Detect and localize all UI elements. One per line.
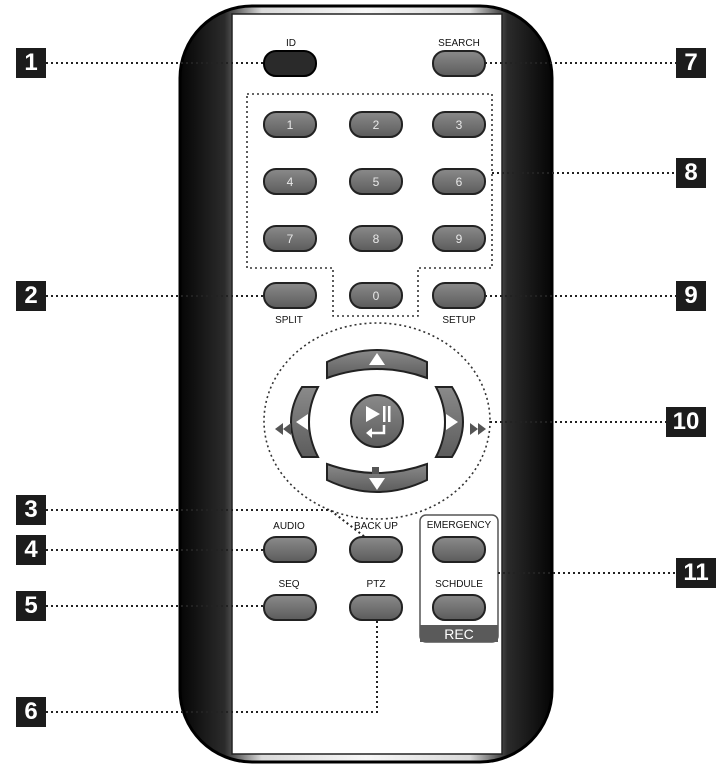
play-enter-button[interactable]: [350, 394, 404, 448]
id-label: ID: [286, 38, 296, 49]
schedule-label: SCHDULE: [435, 579, 483, 590]
callout-2: 2: [16, 281, 46, 311]
keypad-button-7-label: 7: [287, 232, 294, 246]
keypad-button-5[interactable]: [349, 168, 403, 195]
keypad-button-0[interactable]: [349, 282, 403, 309]
keypad-button-8[interactable]: [349, 225, 403, 252]
keypad-group-outline: [246, 93, 493, 317]
fast-forward-icon: [470, 423, 486, 435]
keypad: 1 2 3 4 5 6 7 8 9 0: [263, 111, 486, 309]
callout-10: 10: [666, 407, 706, 437]
down-arrow-icon: [369, 478, 385, 490]
keypad-button-0-label: 0: [373, 289, 380, 303]
keypad-button-1-label: 1: [287, 118, 294, 132]
keypad-button-9[interactable]: [432, 225, 486, 252]
keypad-button-4[interactable]: [263, 168, 317, 195]
callout-5: 5: [16, 591, 46, 621]
keypad-button-6[interactable]: [432, 168, 486, 195]
audio-label: AUDIO: [273, 521, 305, 532]
emergency-button[interactable]: [432, 536, 486, 563]
emergency-label: EMERGENCY: [427, 520, 492, 531]
keypad-button-6-label: 6: [456, 175, 463, 189]
up-arrow-icon: [369, 353, 385, 365]
split-label: SPLIT: [275, 315, 303, 326]
keypad-button-4-label: 4: [287, 175, 294, 189]
play-pause-enter-icon: [366, 406, 391, 438]
callout-6: 6: [16, 697, 46, 727]
setup-button[interactable]: [432, 282, 486, 309]
callout-9: 9: [676, 281, 706, 311]
split-button[interactable]: [263, 282, 317, 309]
ptz-button[interactable]: [349, 594, 403, 621]
rewind-icon: [275, 423, 291, 435]
callout-7: 7: [676, 48, 706, 78]
left-arrow-icon: [296, 414, 308, 430]
schedule-button[interactable]: [432, 594, 486, 621]
seq-button[interactable]: [263, 594, 317, 621]
keypad-button-1[interactable]: [263, 111, 317, 138]
backup-label: BACK UP: [354, 521, 398, 532]
right-arrow-icon: [446, 414, 458, 430]
keypad-button-2[interactable]: [349, 111, 403, 138]
audio-button[interactable]: [263, 536, 317, 563]
keypad-button-2-label: 2: [373, 118, 380, 132]
keypad-button-3[interactable]: [432, 111, 486, 138]
search-button[interactable]: [432, 50, 486, 77]
rec-label-bar: [420, 625, 498, 642]
keypad-button-3-label: 3: [456, 118, 463, 132]
backup-button[interactable]: [349, 536, 403, 563]
callout-3: 3: [16, 495, 46, 525]
callout-1: 1: [16, 48, 46, 78]
setup-label: SETUP: [442, 315, 476, 326]
rec-label: REC: [444, 626, 474, 642]
id-button[interactable]: [263, 50, 317, 77]
keypad-button-8-label: 8: [373, 232, 380, 246]
callout-4: 4: [16, 535, 46, 565]
keypad-button-9-label: 9: [456, 232, 463, 246]
callout-leader-lines: [46, 62, 676, 713]
keypad-button-5-label: 5: [373, 175, 380, 189]
seq-label: SEQ: [278, 579, 299, 590]
stop-icon: [372, 467, 379, 474]
callout-8: 8: [676, 158, 706, 188]
keypad-button-7[interactable]: [263, 225, 317, 252]
callout-11: 11: [676, 558, 716, 588]
search-label: SEARCH: [438, 38, 480, 49]
ptz-label: PTZ: [367, 579, 386, 590]
nav-down-button[interactable]: [326, 462, 428, 493]
